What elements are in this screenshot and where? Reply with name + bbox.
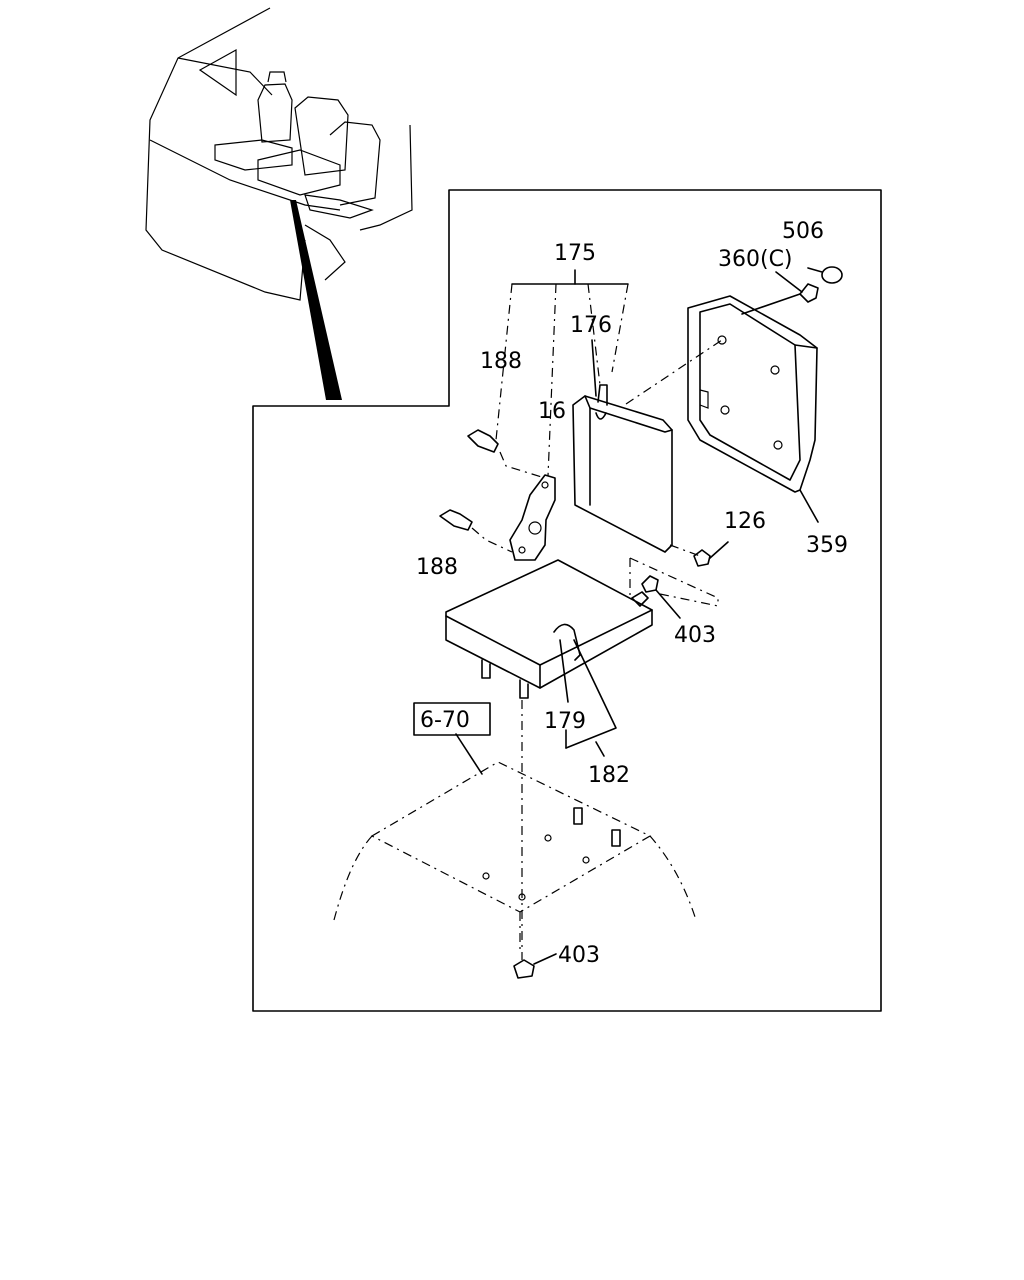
callout-176: 176 — [570, 313, 612, 338]
seat-cushion — [445, 559, 653, 699]
callout-16: 16 — [538, 399, 566, 424]
diagram-frame — [252, 189, 882, 1012]
callout-188-upper: 188 — [480, 349, 522, 374]
callout-188-lower: 188 — [416, 555, 458, 580]
floor-base — [333, 761, 697, 950]
callout-175: 175 — [554, 241, 596, 266]
hinge-bracket-16 — [509, 474, 556, 561]
callout-182: 182 — [588, 763, 630, 788]
callout-360c: 360(C) — [718, 247, 793, 272]
seatback-panel — [572, 384, 673, 553]
callout-506: 506 — [782, 219, 824, 244]
back-cover-359 — [687, 295, 818, 493]
callout-126: 126 — [724, 509, 766, 534]
callout-403-upper: 403 — [674, 623, 716, 648]
callout-6-70: 6-70 — [420, 708, 470, 733]
callout-403-lower: 403 — [558, 943, 600, 968]
callout-179: 179 — [544, 709, 586, 734]
leader-lines — [455, 267, 823, 965]
callout-359: 359 — [806, 533, 848, 558]
ref-box-6-70 — [413, 702, 491, 736]
fasteners — [439, 266, 843, 979]
vehicle-overview — [145, 7, 413, 400]
